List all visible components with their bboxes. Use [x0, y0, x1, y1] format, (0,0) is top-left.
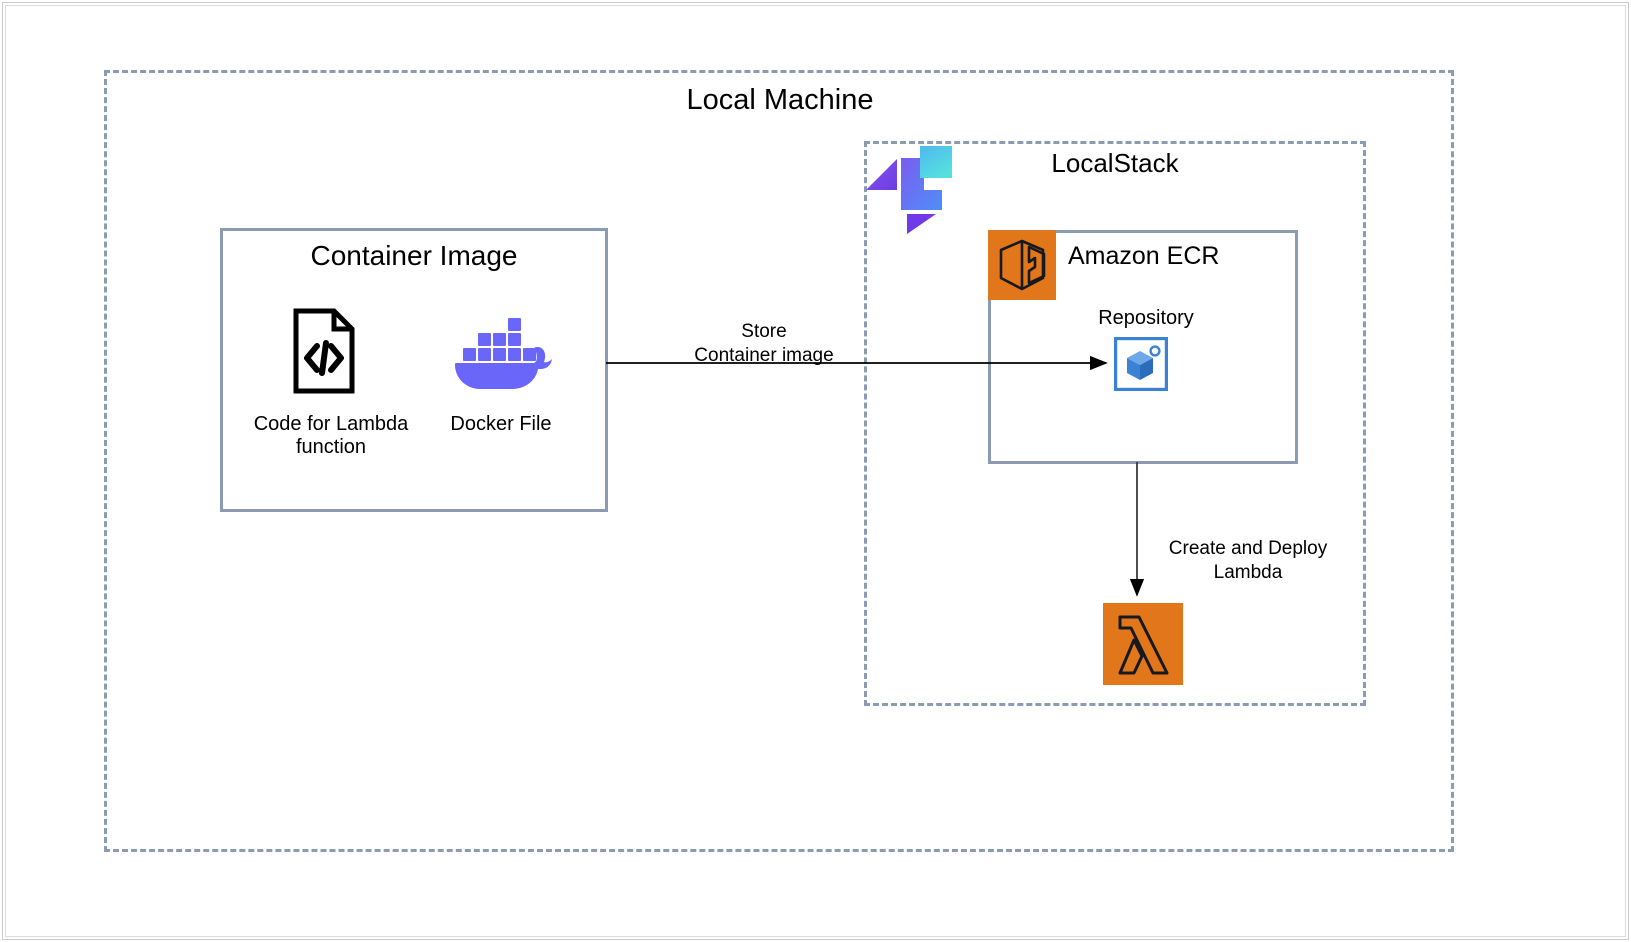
create-deploy-lambda-arrow-label: Create and Deploy Lambda	[1168, 538, 1328, 583]
aws-lambda-icon	[1103, 603, 1183, 685]
amazon-ecr-title: Amazon ECR	[1068, 242, 1220, 270]
code-file-icon	[292, 308, 356, 394]
localstack-title: LocalStack	[1051, 148, 1179, 178]
docker-file-label: Docker File	[450, 413, 552, 435]
amazon-ecr-icon	[988, 230, 1056, 300]
repository-label: Repository	[1098, 307, 1194, 329]
docker-whale-icon	[452, 318, 552, 390]
localstack-logo-icon	[866, 146, 952, 234]
code-file-label: Code for Lambda function	[253, 413, 409, 458]
local-machine-boundary	[104, 70, 1454, 852]
container-image-title: Container Image	[310, 240, 518, 271]
localstack-boundary	[864, 141, 1366, 706]
container-image-box	[220, 228, 608, 512]
store-container-image-arrow-label: Store Container image	[694, 321, 834, 366]
local-machine-title: Local Machine	[686, 84, 874, 116]
repository-icon	[1114, 337, 1168, 391]
